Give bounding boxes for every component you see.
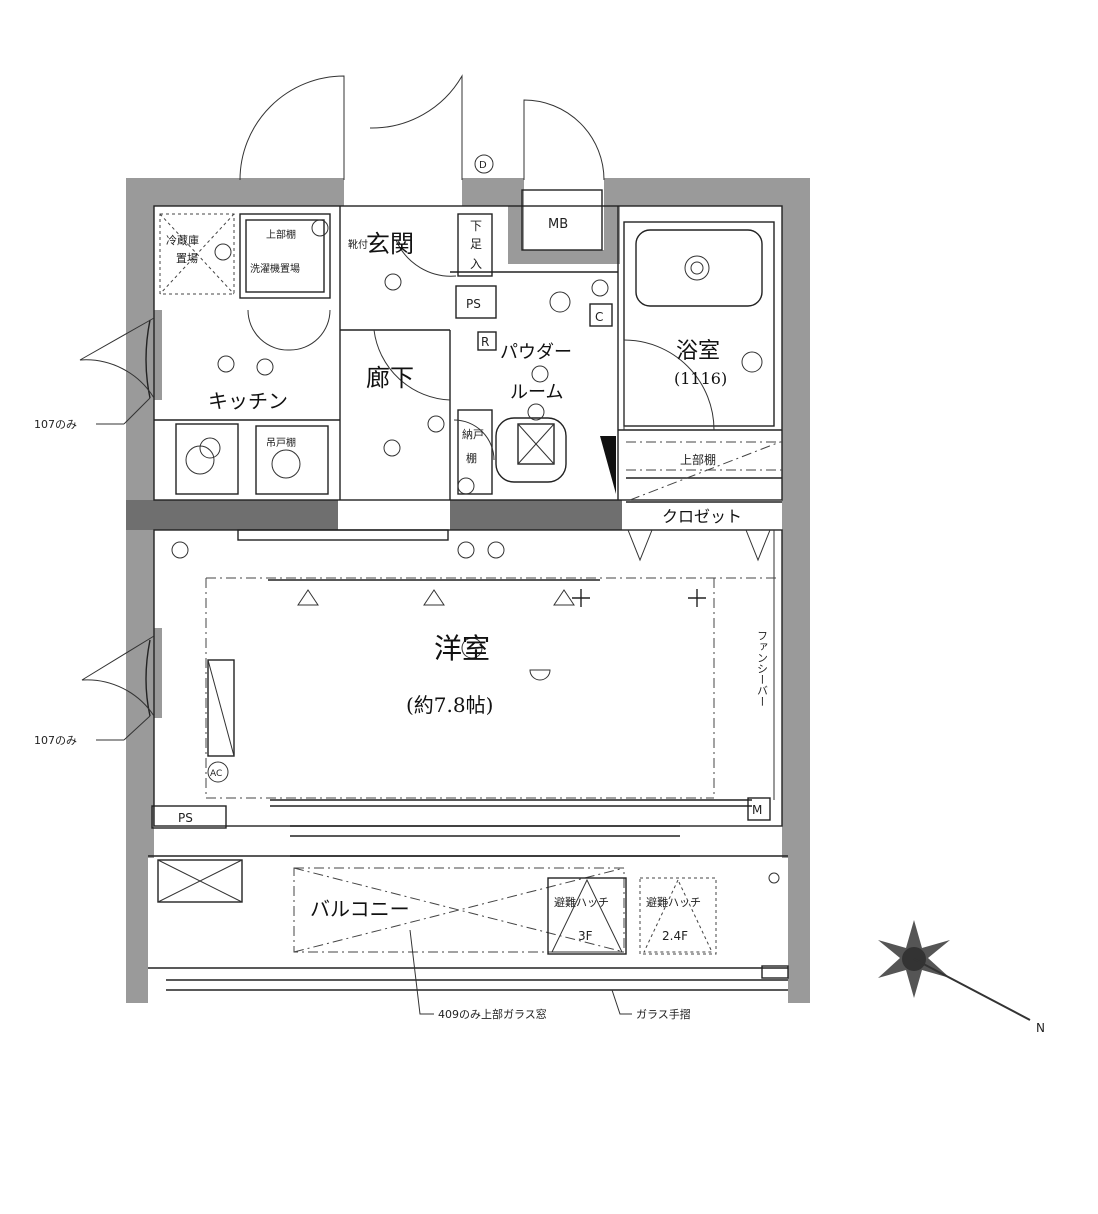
fridge-label-1: 冷蔵庫 [166, 233, 199, 247]
d-label: D [479, 160, 487, 171]
glass-rail-note: ガラス手摺 [636, 1007, 691, 1021]
hatch-3f-label-1: 避難ハッチ [554, 895, 609, 909]
compass-rose [878, 920, 1031, 1021]
western-room-label: 洋室 [434, 632, 490, 665]
mb-label: MB [548, 217, 568, 232]
western-room-size-label: (約7.8帖) [406, 693, 493, 717]
exterior-walls [126, 178, 810, 1003]
shoe-box-label: 靴付 [348, 238, 368, 251]
leader-lines [96, 397, 632, 1015]
glass-window-note: 409のみ上部ガラス窓 [438, 1007, 547, 1021]
upper-shelf-left-label: 上部棚 [266, 228, 296, 241]
symbols [171, 154, 780, 884]
footrest-label-3: 入 [470, 257, 482, 271]
hatch-24f-label-2: 2.4F [662, 929, 688, 943]
powder-room-label-1: パウダー [500, 342, 572, 363]
labels: 玄関 靴付 廊下 キッチン パウダー ルーム 浴室 (1116) クロゼット 上… [34, 160, 1045, 1035]
fancy-bar-label: ファンシーバー [756, 630, 769, 707]
ps-top-label: PS [466, 297, 481, 311]
note-107-bottom: 107のみ [34, 734, 77, 747]
footrest-label-2: 足 [470, 237, 482, 251]
washer-label: 洗濯機置場 [250, 262, 300, 275]
bathroom-label: 浴室 [676, 339, 720, 364]
entrance-label: 玄関 [366, 230, 414, 258]
ac-label: AC [210, 769, 222, 779]
ps-bottom-label: PS [178, 811, 193, 825]
storage-label-2: 棚 [466, 451, 477, 465]
interior-lines [145, 189, 789, 991]
compass-north-label: N [1036, 1021, 1045, 1035]
note-107-top: 107のみ [34, 418, 77, 431]
footrest-label-1: 下 [470, 219, 482, 233]
m-label: M [752, 803, 762, 817]
powder-room-label-2: ルーム [510, 382, 563, 403]
door-swings [79, 74, 715, 717]
bathroom-size-label: (1116) [674, 369, 727, 388]
kitchen-label: キッチン [208, 389, 288, 413]
c-label: C [595, 310, 603, 324]
balcony-label: バルコニー [310, 897, 410, 921]
upper-shelf-right-label: 上部棚 [680, 452, 716, 467]
hallway-label: 廊下 [366, 364, 414, 392]
hatch-24f-label-1: 避難ハッチ [646, 895, 701, 909]
hatch-3f-label-2: 3F [578, 929, 593, 943]
closet-label: クロゼット [662, 507, 742, 526]
cupboard-label: 吊戸棚 [266, 436, 296, 449]
storage-label-1: 納戸 [462, 428, 484, 441]
fridge-label-2: 置場 [176, 252, 198, 265]
r-label: R [481, 335, 489, 349]
